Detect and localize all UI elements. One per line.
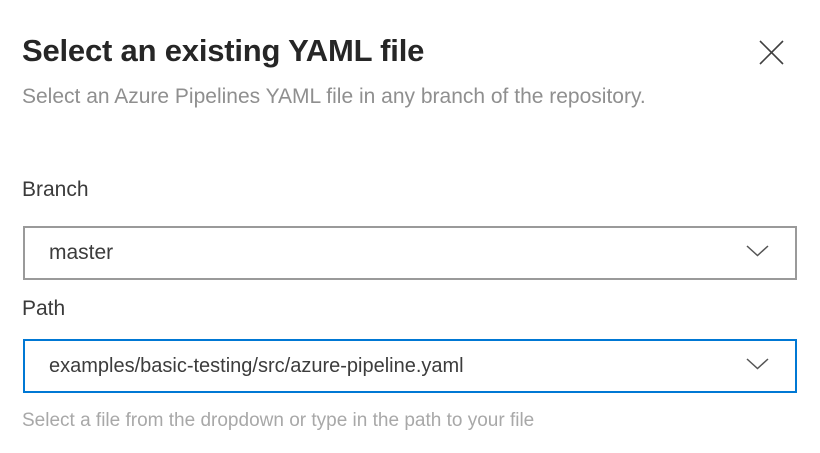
path-label: Path (22, 297, 66, 320)
branch-label: Branch (22, 178, 89, 201)
close-button[interactable] (749, 30, 793, 74)
branch-dropdown-value: master (49, 241, 114, 264)
dialog-subtitle: Select an Azure Pipelines YAML file in a… (22, 85, 646, 108)
page-title: Select an existing YAML file (22, 33, 425, 68)
path-combobox[interactable] (23, 339, 797, 393)
path-input[interactable] (49, 354, 734, 378)
branch-dropdown[interactable]: master (23, 226, 797, 280)
chevron-down-icon[interactable] (746, 357, 769, 375)
path-helper-text: Select a file from the dropdown or type … (22, 410, 535, 431)
close-icon (758, 39, 785, 66)
chevron-down-icon (746, 244, 769, 262)
